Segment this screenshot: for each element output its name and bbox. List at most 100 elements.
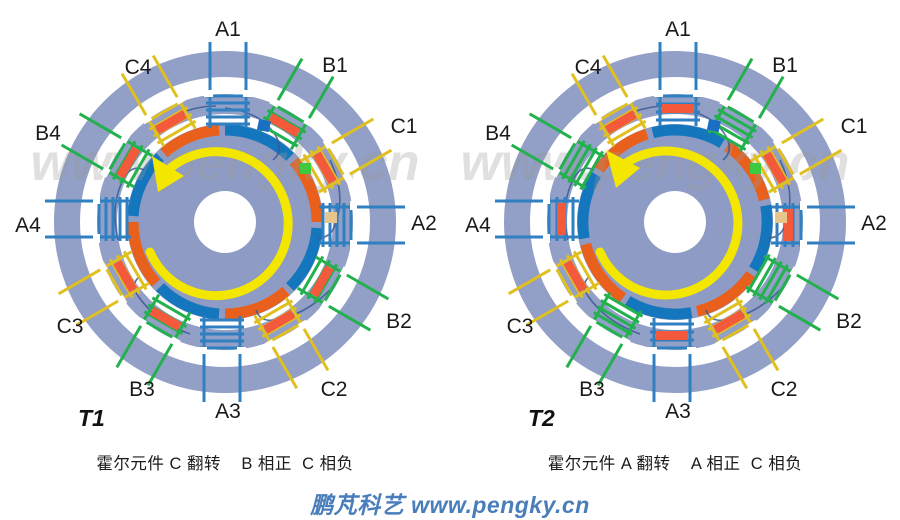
current-arrow-B2 — [309, 265, 334, 298]
current-arrow-C3 — [563, 260, 588, 293]
stator-ring — [504, 51, 846, 393]
coil-C2[interactable] — [700, 295, 784, 392]
coil-label-C3: C3 — [507, 315, 534, 338]
magnet-pole-1 — [651, 124, 726, 148]
coil-label-C1: C1 — [841, 115, 868, 138]
current-arrow-C2 — [713, 309, 746, 334]
current-arrow-A3 — [656, 331, 688, 340]
coil-B3[interactable] — [112, 292, 196, 389]
motor-diagram-t2: www.pengky.cn — [450, 0, 900, 440]
coil-label-C2: C2 — [321, 378, 348, 401]
coil-B4[interactable] — [59, 109, 156, 193]
footer-watermark: 鹏芃科艺 www.pengky.cn — [310, 492, 590, 518]
magnet-pole-3 — [286, 227, 323, 291]
magnet-pole-6 — [127, 221, 161, 287]
stator-ring — [54, 51, 396, 393]
magnet-pole-7 — [577, 171, 601, 240]
caption-t2: 霍尔元件 A 翻转 A 相正 C 相负 — [547, 455, 803, 473]
hall-c-icon — [325, 212, 337, 223]
rotor-shaft-bore — [644, 191, 706, 253]
coil-label-B3: B3 — [129, 378, 155, 401]
magnet-pole-1 — [224, 124, 294, 161]
watermark-center: www.pengky.cn — [30, 134, 419, 192]
current-arrow-C1 — [762, 151, 787, 184]
magnet-pole-4 — [224, 286, 290, 320]
hall-b-icon — [750, 163, 761, 174]
coil-label-B1: B1 — [772, 54, 798, 77]
current-arrow-C1 — [312, 151, 337, 184]
coil-C1[interactable] — [748, 114, 845, 198]
coil-label-A3: A3 — [215, 400, 241, 423]
magnet-pole-8 — [160, 124, 220, 158]
coil-label-A4: A4 — [465, 214, 491, 237]
coil-A3[interactable] — [198, 316, 246, 402]
current-arrow-B4 — [116, 146, 141, 179]
coil-B4[interactable] — [509, 109, 607, 194]
current-arrow-C4 — [154, 110, 187, 135]
current-arrow-B3 — [149, 306, 182, 331]
coil-A2[interactable] — [319, 201, 405, 249]
magnet-pole-2 — [289, 157, 323, 223]
hall-a-icon — [256, 118, 271, 133]
coil-label-C4: C4 — [575, 56, 602, 79]
coil-A3[interactable] — [648, 318, 696, 402]
coil-C3[interactable] — [56, 247, 153, 331]
coil-B2[interactable] — [295, 252, 392, 336]
coil-label-A1: A1 — [215, 18, 241, 41]
coil-C4[interactable] — [567, 53, 651, 150]
coil-A4[interactable] — [495, 195, 579, 243]
coil-label-A3: A3 — [665, 400, 691, 423]
coil-A2[interactable] — [771, 201, 855, 249]
coil-B3[interactable] — [562, 290, 647, 388]
coil-label-B1: B1 — [322, 54, 348, 77]
hall-b-icon — [300, 163, 311, 174]
magnet-pole-4 — [695, 270, 756, 317]
coil-C3[interactable] — [506, 247, 603, 331]
magnet-pole-5 — [624, 296, 693, 320]
motor-svg-t1: www.pengky.cn — [15, 18, 437, 423]
current-arrow-C2 — [263, 309, 296, 334]
motor-diagram-t1: www.pengky.cn — [0, 0, 450, 440]
coil-A1[interactable] — [204, 42, 252, 128]
watermark-center: www.pengky.cn — [460, 134, 849, 192]
coil-label-B4: B4 — [485, 122, 511, 145]
coil-label-B2: B2 — [836, 310, 862, 333]
coil-C4[interactable] — [117, 53, 201, 150]
coil-label-B4: B4 — [35, 122, 61, 145]
coil-label-A4: A4 — [15, 214, 41, 237]
caption-t1: 霍尔元件 C 翻转 B 相正 C 相负 — [96, 455, 354, 473]
current-arrow-A1 — [662, 104, 694, 113]
magnet-pole-5 — [156, 283, 220, 320]
current-arrow-C4 — [604, 110, 637, 135]
timestep-label-t2: T2 — [528, 405, 555, 431]
magnet-pole-8 — [594, 128, 649, 174]
current-arrow-C3 — [113, 260, 138, 293]
coil-C1[interactable] — [298, 114, 395, 198]
coil-label-A2: A2 — [411, 212, 437, 235]
coil-A4[interactable] — [45, 195, 131, 243]
coil-label-A2: A2 — [861, 212, 887, 235]
coil-C2[interactable] — [250, 295, 334, 392]
current-arrow-B1 — [268, 113, 301, 138]
rotation-arrow — [595, 146, 743, 300]
timestep-label-t1: T1 — [78, 405, 105, 431]
coil-label-C2: C2 — [771, 378, 798, 401]
coil-label-C1: C1 — [391, 115, 418, 138]
coil-B2[interactable] — [743, 251, 841, 336]
coil-B1[interactable] — [255, 56, 339, 153]
coil-label-A1: A1 — [665, 18, 691, 41]
rotation-arrow — [145, 147, 293, 301]
hall-c-icon — [775, 212, 787, 223]
coil-label-B2: B2 — [386, 310, 412, 333]
rotor-shaft-bore — [194, 191, 256, 253]
magnet-pole-6 — [580, 242, 627, 303]
hall-a-icon — [706, 118, 721, 133]
coil-label-B3: B3 — [579, 378, 605, 401]
coil-B1[interactable] — [704, 56, 789, 154]
coil-A1[interactable] — [654, 42, 702, 126]
coil-label-C3: C3 — [57, 315, 84, 338]
motor-svg-t2: www.pengky.cn — [460, 18, 887, 423]
magnet-pole-3 — [749, 204, 773, 273]
coil-label-C4: C4 — [125, 56, 152, 79]
